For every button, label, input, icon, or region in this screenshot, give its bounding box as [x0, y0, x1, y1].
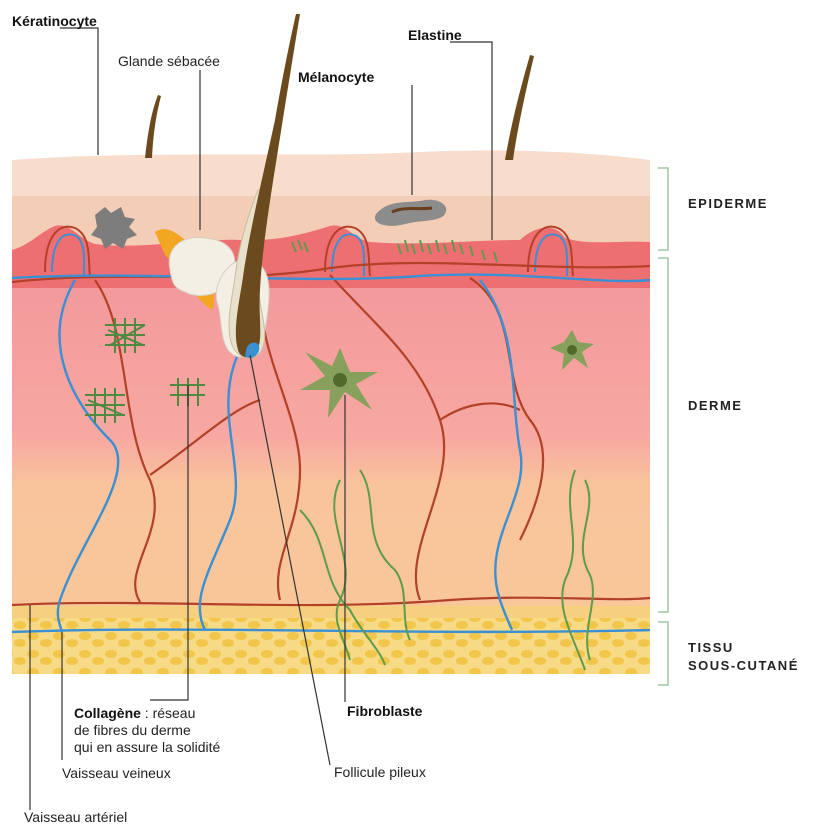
label-collagene-line2: de fibres du derme [74, 722, 191, 738]
zone-sous-cutane: SOUS-CUTANÉ [688, 658, 799, 673]
label-fibroblaste: Fibroblaste [347, 703, 423, 719]
label-glande-sebacee: Glande sébacée [118, 53, 220, 69]
dermis-layer [12, 288, 650, 618]
label-melanocyte: Mélanocyte [298, 69, 374, 85]
label-collagene: Collagène : réseau [74, 705, 195, 721]
label-keratinocyte: Kératinocyte [12, 13, 97, 29]
label-vaisseau-veineux: Vaisseau veineux [62, 765, 171, 781]
zone-tissu: TISSU [688, 640, 734, 655]
label-vaisseau-arteriel: Vaisseau artériel [24, 809, 127, 825]
zone-derme: DERME [688, 398, 742, 413]
zone-brackets [658, 168, 668, 685]
hypodermis-top-band [12, 606, 650, 618]
hypodermis-layer [12, 612, 650, 674]
epidermis-surface-layer [12, 151, 650, 200]
label-collagene-line3: qui en assure la solidité [74, 739, 221, 755]
zone-epiderme: EPIDERME [688, 196, 768, 211]
label-collagene-rest: : réseau [141, 705, 195, 721]
label-follicule-pileux: Follicule pileux [334, 764, 426, 780]
label-collagene-title: Collagène [74, 705, 141, 721]
label-elastine: Elastine [408, 27, 462, 43]
